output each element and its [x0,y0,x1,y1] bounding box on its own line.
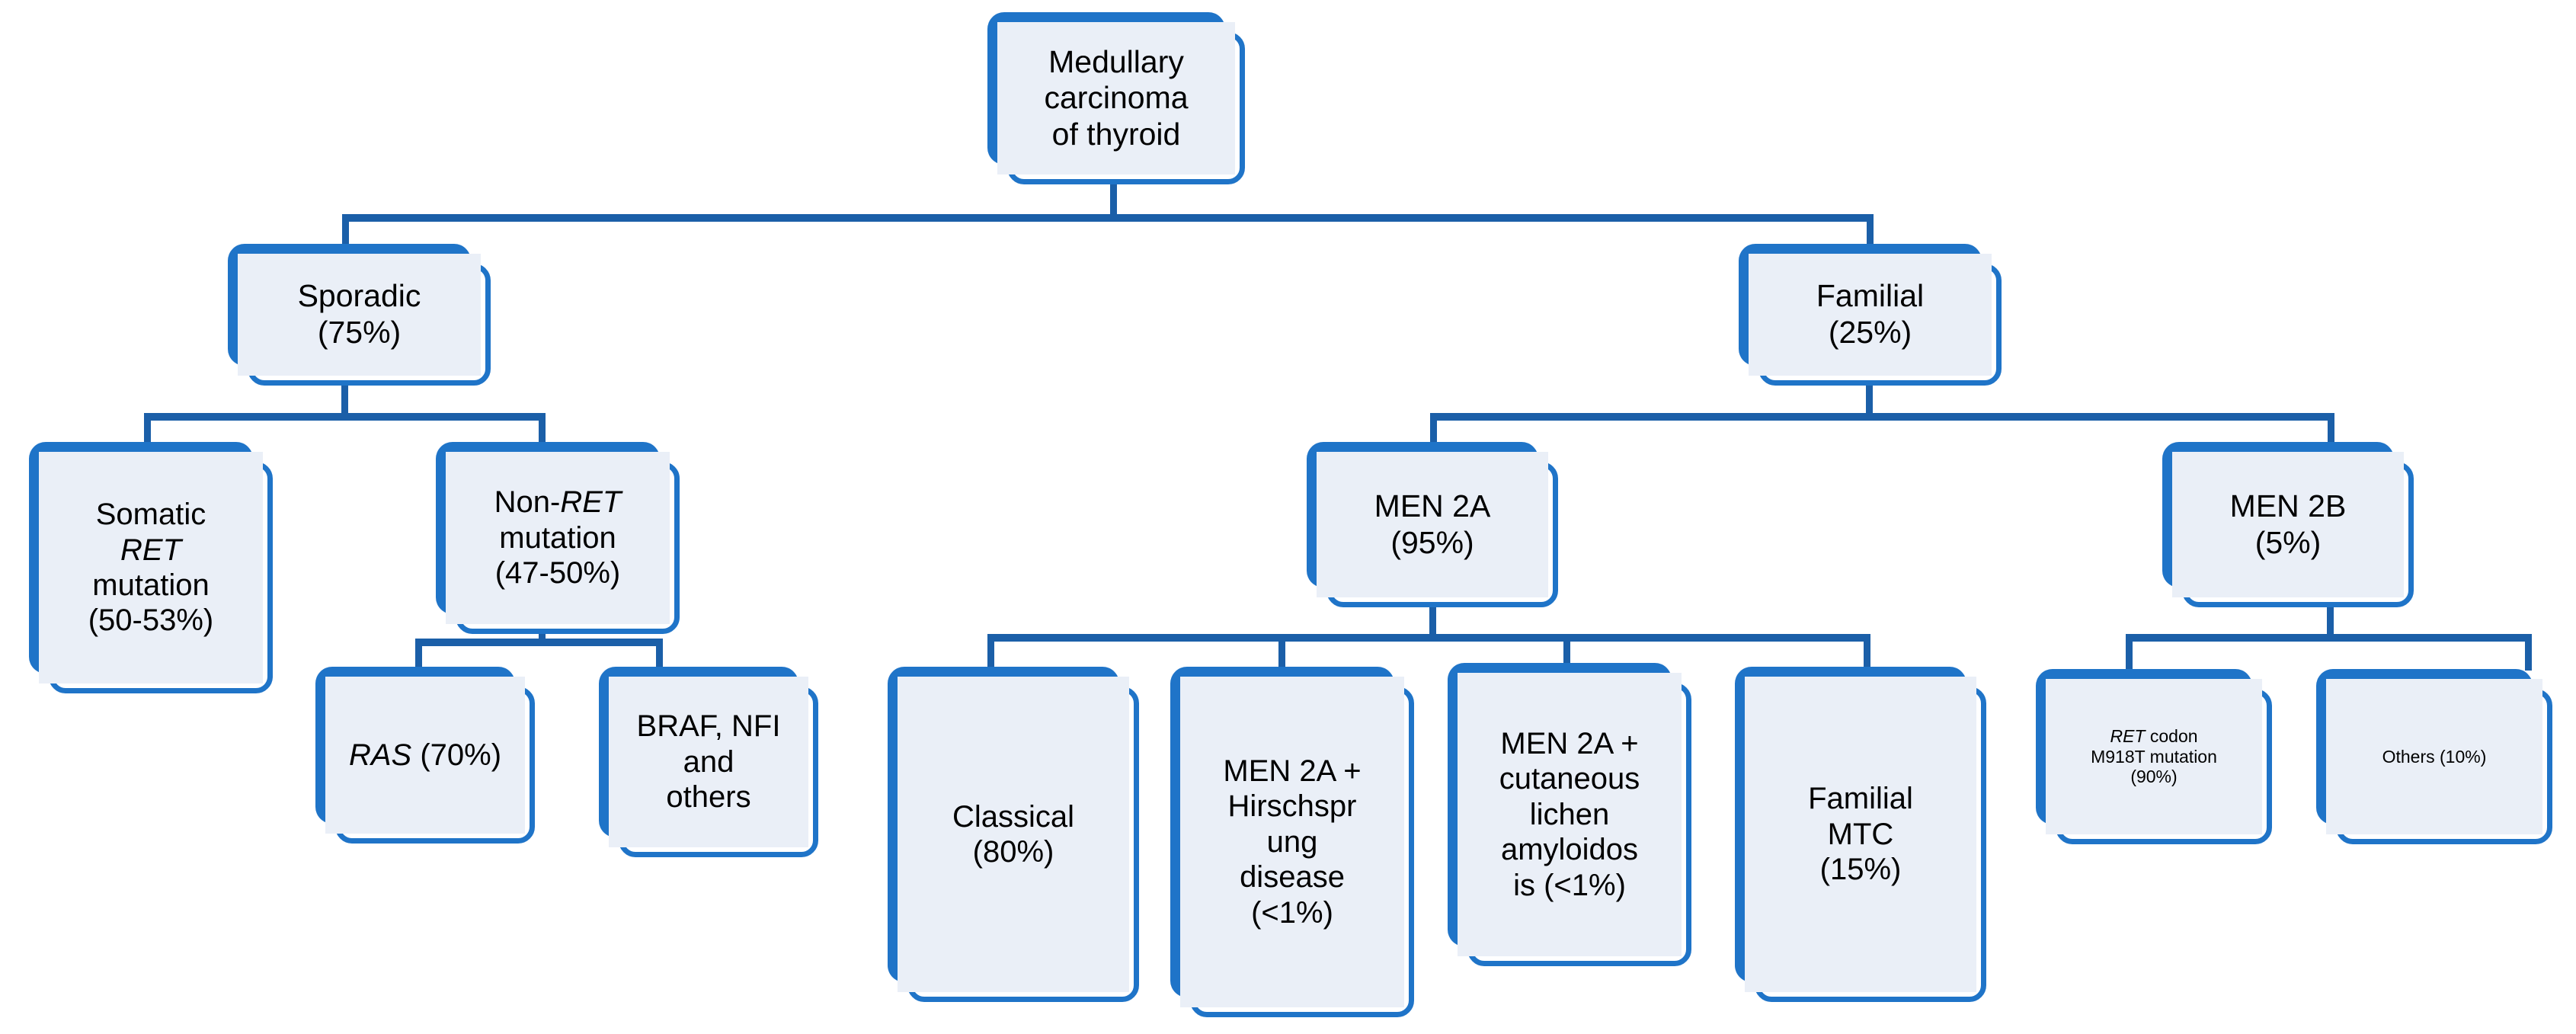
connector-to-men2b [2328,413,2334,447]
node-panel: MEN 2B(5%) [2172,452,2404,597]
node-sporadic[interactable]: Sporadic(75%) [228,244,491,386]
node-panel: Familial(25%) [1749,254,1992,376]
connector-to-somatic-ret [144,413,151,447]
connector-to-hirschsprung [1278,634,1285,671]
node-men2b[interactable]: MEN 2B(5%) [2162,442,2414,607]
node-panel: Sporadic(75%) [238,254,481,376]
connector-to-familial-mtc [1864,634,1870,671]
node-label-others: Others (10%) [2382,746,2487,767]
node-label-men2a: MEN 2A(95%) [1374,488,1491,560]
node-others[interactable]: Others (10%) [2316,669,2552,844]
node-men2a[interactable]: MEN 2A(95%) [1307,442,1558,607]
connector-to-others [2525,634,2532,671]
node-classical[interactable]: Classical(80%) [888,667,1139,1002]
connector-sporadic-bus [144,413,546,421]
node-panel: MEN 2A(95%) [1317,452,1548,597]
connector-to-braf [656,639,663,674]
connector-men2a-stem [1429,606,1436,638]
node-label-ras: RAS (70%) [348,738,502,772]
connector-to-non-ret [539,413,546,447]
connector-nonret-bus [415,639,663,646]
connector-to-men2a [1430,413,1437,447]
connector-to-familial [1867,214,1874,249]
node-ras[interactable]: RAS (70%) [315,667,535,844]
connector-sporadic-stem [341,385,348,417]
node-label-familial: Familial(25%) [1816,278,1925,350]
node-label-classical: Classical(80%) [952,799,1075,869]
node-panel: Classical(80%) [898,677,1129,992]
connector-familial-stem [1866,385,1873,417]
node-panel: RAS (70%) [325,677,525,834]
node-panel: Others (10%) [2326,679,2542,834]
connector-men2b-bus [2126,634,2532,642]
node-familial[interactable]: Familial(25%) [1739,244,2002,386]
node-label-men2b: MEN 2B(5%) [2229,488,2347,560]
connector-to-classical [987,634,994,671]
connector-to-sporadic [342,214,349,249]
connector-men2a-bus [987,634,1870,642]
connector-level1-bus [342,214,1874,222]
connector-men2b-stem [2327,606,2334,638]
connector-to-ret-m918t [2126,634,2133,671]
node-label-sporadic: Sporadic(75%) [297,278,421,350]
connector-to-lichen [1563,634,1570,671]
connector-to-ras [415,639,422,674]
connector-familial-bus [1430,413,2334,421]
connector-root-stem [1110,183,1117,218]
